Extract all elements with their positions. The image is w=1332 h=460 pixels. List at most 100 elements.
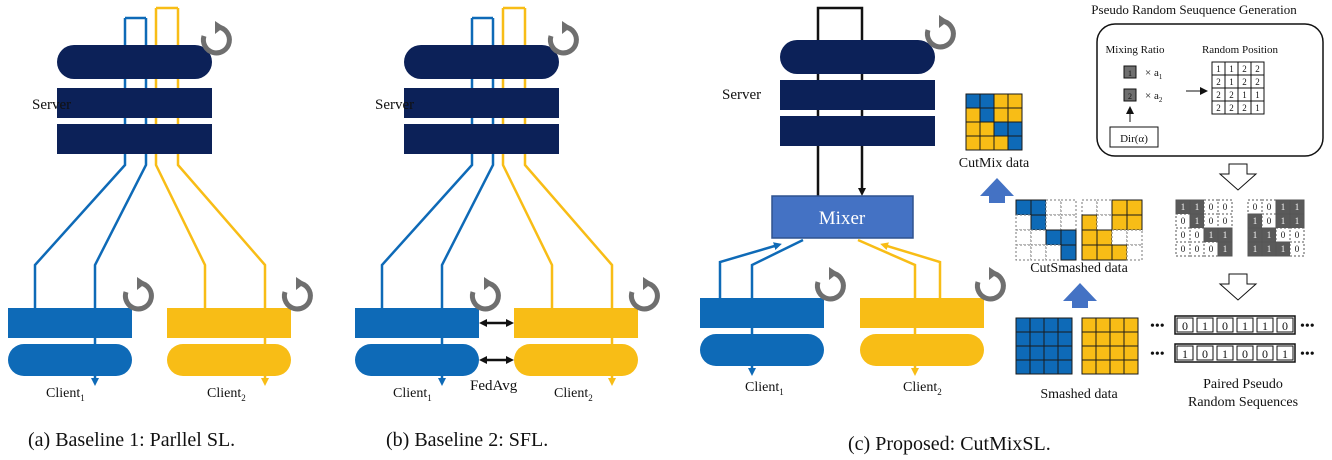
grid-value: 2 <box>1229 90 1234 100</box>
grid-value: 0 <box>1209 244 1214 254</box>
yellow-up-path <box>880 242 942 300</box>
refresh-icon <box>200 21 232 56</box>
grid-value: 0 <box>1281 230 1286 240</box>
grid-value: 2 <box>1255 64 1260 74</box>
grid-cell <box>1109 359 1125 375</box>
grid-cell <box>1096 199 1113 216</box>
grid-cell <box>1057 359 1073 375</box>
caption-c: (c) Proposed: CutMixSL. <box>848 433 1051 455</box>
refresh-icon <box>814 267 846 302</box>
client1-head <box>8 344 132 376</box>
seq-value: 1 <box>1262 319 1268 333</box>
grid-cell <box>979 107 995 123</box>
grid-value: 1 <box>1229 77 1234 87</box>
grid-cell <box>993 93 1009 109</box>
seq-value: 0 <box>1282 319 1288 333</box>
grid-cell <box>1060 199 1077 216</box>
ratio-box-1-text: 1 <box>1128 69 1132 78</box>
ratio-box-2 <box>1123 88 1137 102</box>
grid-value: 0 <box>1267 216 1272 226</box>
grid-cell <box>1007 121 1023 137</box>
up-arrow-icon <box>980 178 1014 203</box>
grid-cell <box>1126 229 1143 246</box>
grid-cell <box>979 135 995 151</box>
seq-value: 1 <box>1182 347 1188 361</box>
grid-value: 0 <box>1295 230 1300 240</box>
refresh-icon <box>974 267 1006 302</box>
client1-label: Client1 <box>393 386 432 403</box>
grid-value: 1 <box>1229 64 1234 74</box>
grid-value: 0 <box>1181 244 1186 254</box>
seq-cell <box>1216 317 1234 333</box>
seq-cell <box>1196 345 1214 361</box>
grid-cell <box>1095 345 1111 361</box>
client2-head <box>860 334 984 366</box>
client1-layer <box>355 308 479 338</box>
dir-label: Dir(α) <box>1120 133 1148 145</box>
grid-value: 1 <box>1267 244 1272 254</box>
seq-cell <box>1196 317 1214 333</box>
grid-value: 0 <box>1195 244 1200 254</box>
down-arrow-icon <box>1218 163 1258 191</box>
grid-cell <box>1109 317 1125 333</box>
grid-value: 1 <box>1281 202 1286 212</box>
seq-value: 0 <box>1182 319 1188 333</box>
grid-value: 1 <box>1181 202 1186 212</box>
grid-cell <box>1123 345 1139 361</box>
server-layer-2 <box>780 116 935 146</box>
server-head <box>404 45 559 79</box>
mixing-ratio-label: Mixing Ratio <box>1106 44 1165 56</box>
grid-cell <box>1007 93 1023 109</box>
grid-cell <box>979 121 995 137</box>
up-arrow-icon <box>1063 283 1097 308</box>
client1-head <box>700 334 824 366</box>
grid-value: 1 <box>1281 216 1286 226</box>
grid-cell <box>1126 214 1143 231</box>
grid-cell <box>1030 199 1047 216</box>
seq-cell <box>1176 345 1194 361</box>
grid-cell <box>979 93 995 109</box>
grid-value: 0 <box>1195 230 1200 240</box>
grid-cell <box>1081 244 1098 261</box>
grid-cell <box>1057 331 1073 347</box>
server-head <box>57 45 212 79</box>
prs-box <box>1096 23 1324 157</box>
grid-cell <box>1081 199 1098 216</box>
grid-cell <box>1045 229 1062 246</box>
grid-cell <box>1111 199 1128 216</box>
blue-up-path <box>718 242 782 300</box>
server-layer-2 <box>57 124 212 154</box>
grid-cell <box>1045 244 1062 261</box>
ratio-box-1 <box>1123 65 1137 79</box>
seq2-dots-left: ••• <box>1150 347 1165 362</box>
grid-cell <box>1081 317 1097 333</box>
seq1-dots-left: ••• <box>1150 319 1165 334</box>
grid-cell <box>1126 199 1143 216</box>
grid-cell <box>1015 229 1032 246</box>
mixer-label: Mixer <box>819 208 866 229</box>
a1-label: × a1 <box>1145 67 1163 81</box>
seq2-dots-right: ••• <box>1300 347 1315 362</box>
paired-label-2: Random Sequences <box>1188 395 1298 410</box>
prs-title: Pseudo Random Seuquence Generation <box>1091 2 1297 17</box>
grid-cell <box>965 135 981 151</box>
grid-cell <box>1043 359 1059 375</box>
grid-cell <box>1111 214 1128 231</box>
grid-cell <box>1123 359 1139 375</box>
caption-a: (a) Baseline 1: Parllel SL. <box>28 429 235 451</box>
grid-value: 1 <box>1209 230 1214 240</box>
grid-cell <box>1060 229 1077 246</box>
grid-value: 2 <box>1216 77 1221 87</box>
grid-value: 0 <box>1295 244 1300 254</box>
grid-cell <box>1043 331 1059 347</box>
grid-cell <box>1081 331 1097 347</box>
grid-cell <box>1289 241 1305 257</box>
grid-cell <box>1015 345 1031 361</box>
yellow-path-1 <box>154 8 207 310</box>
seq-value: 0 <box>1222 319 1228 333</box>
grid-value: 2 <box>1255 77 1260 87</box>
grid-cell <box>1030 214 1047 231</box>
seq-value: 1 <box>1282 347 1288 361</box>
grid-value: 2 <box>1242 64 1247 74</box>
